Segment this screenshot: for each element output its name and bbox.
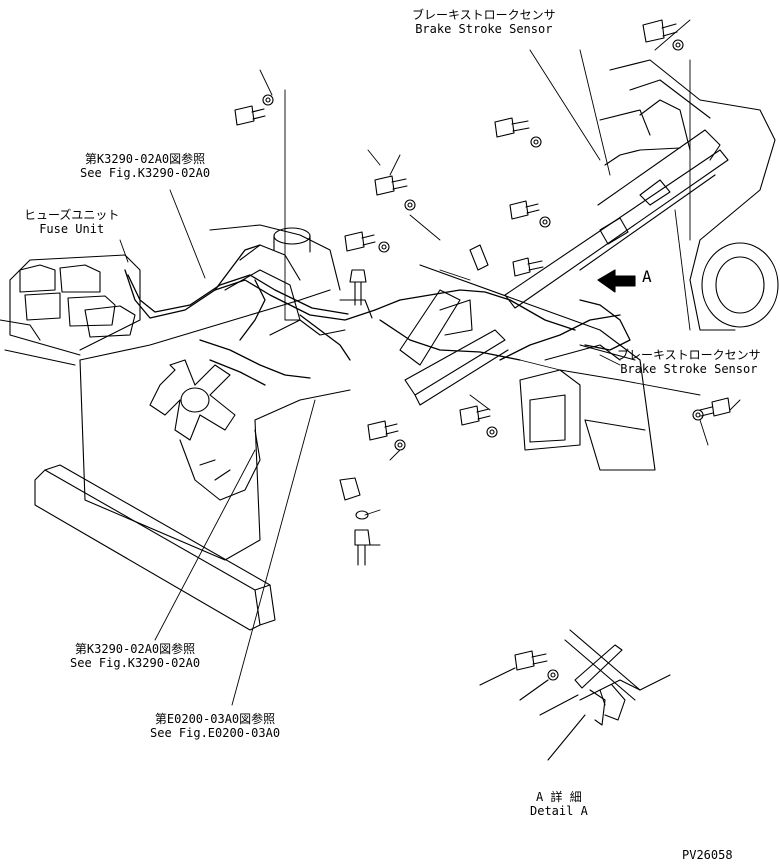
view-marker-a: A <box>642 267 652 286</box>
bolt-far-right <box>692 397 731 421</box>
crossmember <box>34 464 276 631</box>
wire-harness <box>124 244 631 386</box>
label-en: Fuse Unit <box>39 222 105 236</box>
label-jp: 第K3290-02A0図参照 <box>84 152 206 166</box>
detail-a-drawing <box>479 629 671 761</box>
bolt-vertical <box>349 269 367 306</box>
label-fuse-unit: ヒューズユニット Fuse Unit <box>24 208 119 236</box>
sensor-bracket <box>399 99 729 406</box>
label-jp: 第K3290-02A0図参照 <box>74 642 196 656</box>
label-brake-stroke-sensor-right: ブレーキストロークセンサ Brake Stroke Sensor <box>617 348 761 376</box>
label-en: See Fig.K3290-02A0 <box>70 656 201 670</box>
view-arrow <box>597 269 636 293</box>
label-jp: A 詳 細 <box>536 790 582 804</box>
drawing-number: PV26058 <box>682 848 733 862</box>
cooling-fan <box>149 359 261 501</box>
bolt-center-low <box>367 420 406 451</box>
bolt-top-right <box>642 19 684 51</box>
label-jp: 第E0200-03A0図参照 <box>154 712 276 726</box>
bolt-upper-center <box>494 117 542 148</box>
label-detail-a: A 詳 細 Detail A <box>530 790 588 818</box>
bolt-right-low <box>459 405 498 438</box>
bolt-mid-3 <box>509 200 551 228</box>
frame-rail <box>419 59 779 471</box>
label-see-fig-k3290-top: 第K3290-02A0図参照 See Fig.K3290-02A0 <box>80 152 210 180</box>
label-jp: ブレーキストロークセンサ <box>412 8 556 22</box>
bolt-mid-1 <box>374 175 416 211</box>
label-en: Brake Stroke Sensor <box>415 22 553 36</box>
label-en: Detail A <box>530 804 588 818</box>
label-en: Brake Stroke Sensor <box>620 362 758 376</box>
bolt-mid-2 <box>344 231 390 253</box>
label-brake-stroke-sensor-top: ブレーキストロークセンサ Brake Stroke Sensor <box>412 8 556 36</box>
label-jp: ブレーキストロークセンサ <box>617 348 761 362</box>
label-en: See Fig.E0200-03A0 <box>150 726 281 740</box>
label-see-fig-k3290-bottom: 第K3290-02A0図参照 See Fig.K3290-02A0 <box>70 642 200 670</box>
leader-lines <box>119 19 741 706</box>
bolt-bottom-center <box>339 477 371 566</box>
bolt-left-top <box>234 94 274 126</box>
label-see-fig-e0200: 第E0200-03A0図参照 See Fig.E0200-03A0 <box>150 712 280 740</box>
radiator-support <box>0 254 141 366</box>
bolt-mid-4 <box>512 257 544 277</box>
label-jp: ヒューズユニット <box>24 208 120 222</box>
battery-box <box>519 344 621 451</box>
label-en: See Fig.K3290-02A0 <box>80 166 211 180</box>
